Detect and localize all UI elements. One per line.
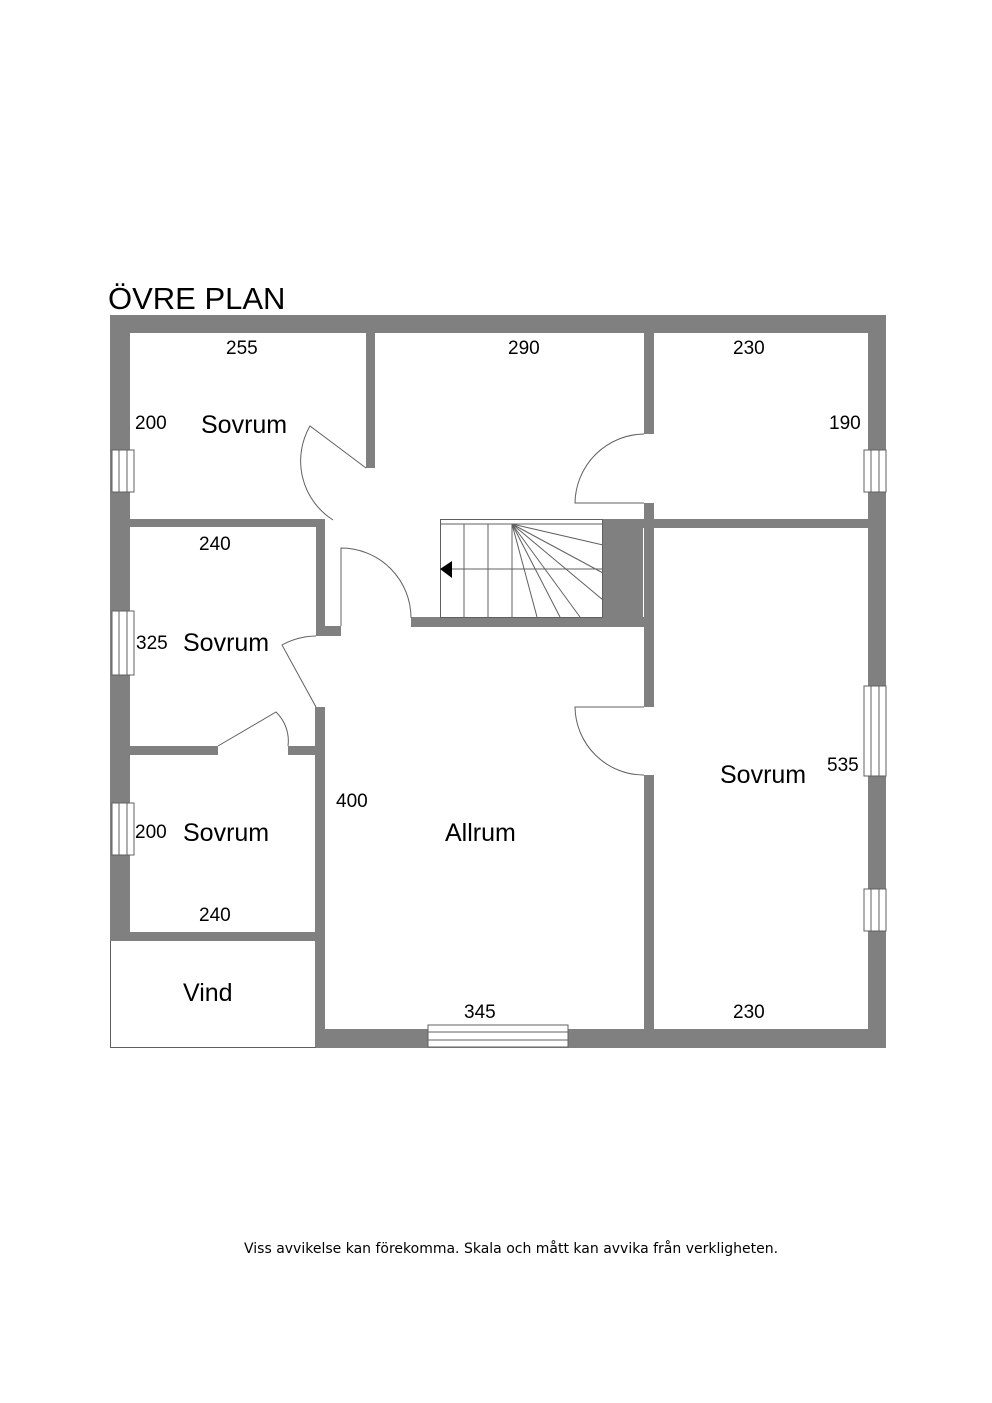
door-sovrum1 [300, 425, 367, 521]
room-label-sovrum-1: Sovrum [201, 411, 287, 439]
wall-stair-core [603, 519, 643, 619]
wall-sovrum1-east [366, 333, 375, 468]
dimension-200-top: 200 [135, 413, 167, 434]
dimension-200-low: 200 [135, 822, 167, 843]
door-sovrum2 [281, 635, 317, 708]
window-left-1 [111, 449, 135, 493]
vind-outline [110, 941, 316, 1048]
wall-sovrum-ne-west-lower [644, 503, 654, 528]
doors [217, 425, 645, 776]
window-right-3 [863, 888, 887, 932]
window-left-2 [111, 610, 135, 676]
door-sovrum-large [574, 706, 645, 776]
window-right-1 [863, 449, 887, 493]
dimension-290: 290 [508, 338, 540, 359]
dimension-190: 190 [829, 413, 861, 434]
room-label-sovrum-4: Sovrum [720, 761, 806, 789]
wall-sovrum3-north [130, 746, 218, 755]
door-hall [340, 547, 412, 626]
plan-title: ÖVRE PLAN [108, 281, 285, 316]
outer-wall-right [868, 315, 886, 1048]
wall-stair-south [411, 617, 654, 627]
window-right-2 [863, 685, 887, 777]
room-label-sovrum-3: Sovrum [183, 819, 269, 847]
stair-arrow-icon [440, 561, 452, 578]
room-label-allrum: Allrum [445, 819, 516, 847]
window-left-3 [111, 802, 135, 856]
dimension-400: 400 [336, 791, 368, 812]
dimension-255: 255 [226, 338, 258, 359]
outer-wall-top [110, 315, 886, 333]
dimension-535: 535 [827, 755, 859, 776]
wall-sovrum-ne-south [643, 519, 869, 528]
wall-sovrum2-east-upper [316, 519, 325, 636]
staircase [440, 519, 604, 618]
door-sovrum-ne [574, 433, 645, 504]
wall-sovrum-large-west-lower [644, 775, 654, 1029]
disclaimer-text: Viss avvikelse kan förekomma. Skala och … [244, 1240, 778, 1257]
room-label-sovrum-2: Sovrum [183, 629, 269, 657]
outer-wall-bottom [315, 1029, 886, 1048]
door-sovrum3 [217, 711, 289, 747]
wall-sovrum-large-west-upper [644, 519, 654, 707]
wall-sovrum3-north-right [288, 746, 324, 755]
dimension-230-top: 230 [733, 338, 765, 359]
vind-wall-top [110, 932, 323, 941]
window-bottom [427, 1024, 569, 1048]
dimension-230-bottom: 230 [733, 1002, 765, 1023]
dimension-240-low: 240 [199, 905, 231, 926]
interior-walls [130, 333, 869, 1029]
windows [111, 449, 887, 1048]
dimension-325: 325 [136, 633, 168, 654]
dimension-345: 345 [464, 1002, 496, 1023]
wall-sovrum2-north [130, 519, 324, 527]
wall-sovrum-ne-west [644, 333, 654, 434]
wall-door-stub [316, 626, 341, 636]
corridor-wall-left [315, 707, 325, 1048]
dimension-240-mid: 240 [199, 534, 231, 555]
room-label-vind: Vind [183, 979, 233, 1007]
